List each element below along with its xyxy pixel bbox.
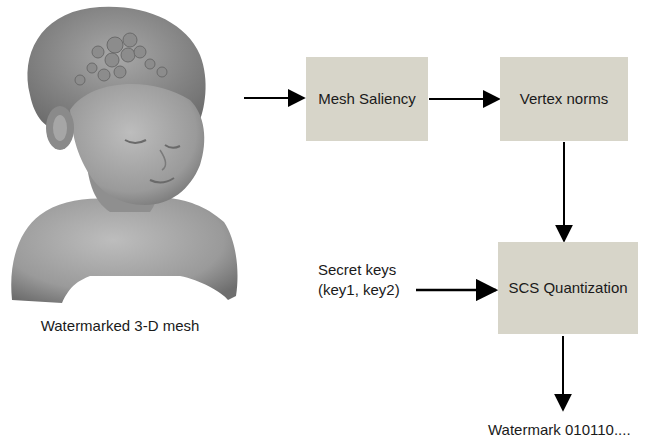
bust-torso [11, 198, 237, 303]
process-box: SCS Quantization [498, 242, 638, 334]
key-arrow [416, 289, 496, 292]
output-arrow [562, 336, 564, 410]
figure-caption: Watermarked 3-D mesh [10, 316, 230, 336]
flow-arrow [429, 98, 499, 100]
box-label: SCS Quantization [508, 278, 627, 298]
process-box: Mesh Saliency [306, 57, 428, 141]
bust-ear [46, 106, 74, 150]
bust-face [70, 84, 204, 205]
input-arrow [244, 97, 304, 99]
flow-arrow [563, 142, 565, 241]
input-label: Secret keys (key1, key2) [318, 260, 414, 299]
output-label: Watermark 010110.... [488, 420, 652, 440]
box-label: Mesh Saliency [318, 89, 416, 109]
bust-curls [75, 33, 167, 85]
box-label: Vertex norms [520, 89, 608, 109]
mesh-bust [11, 7, 237, 303]
process-box: Vertex norms [500, 57, 628, 141]
